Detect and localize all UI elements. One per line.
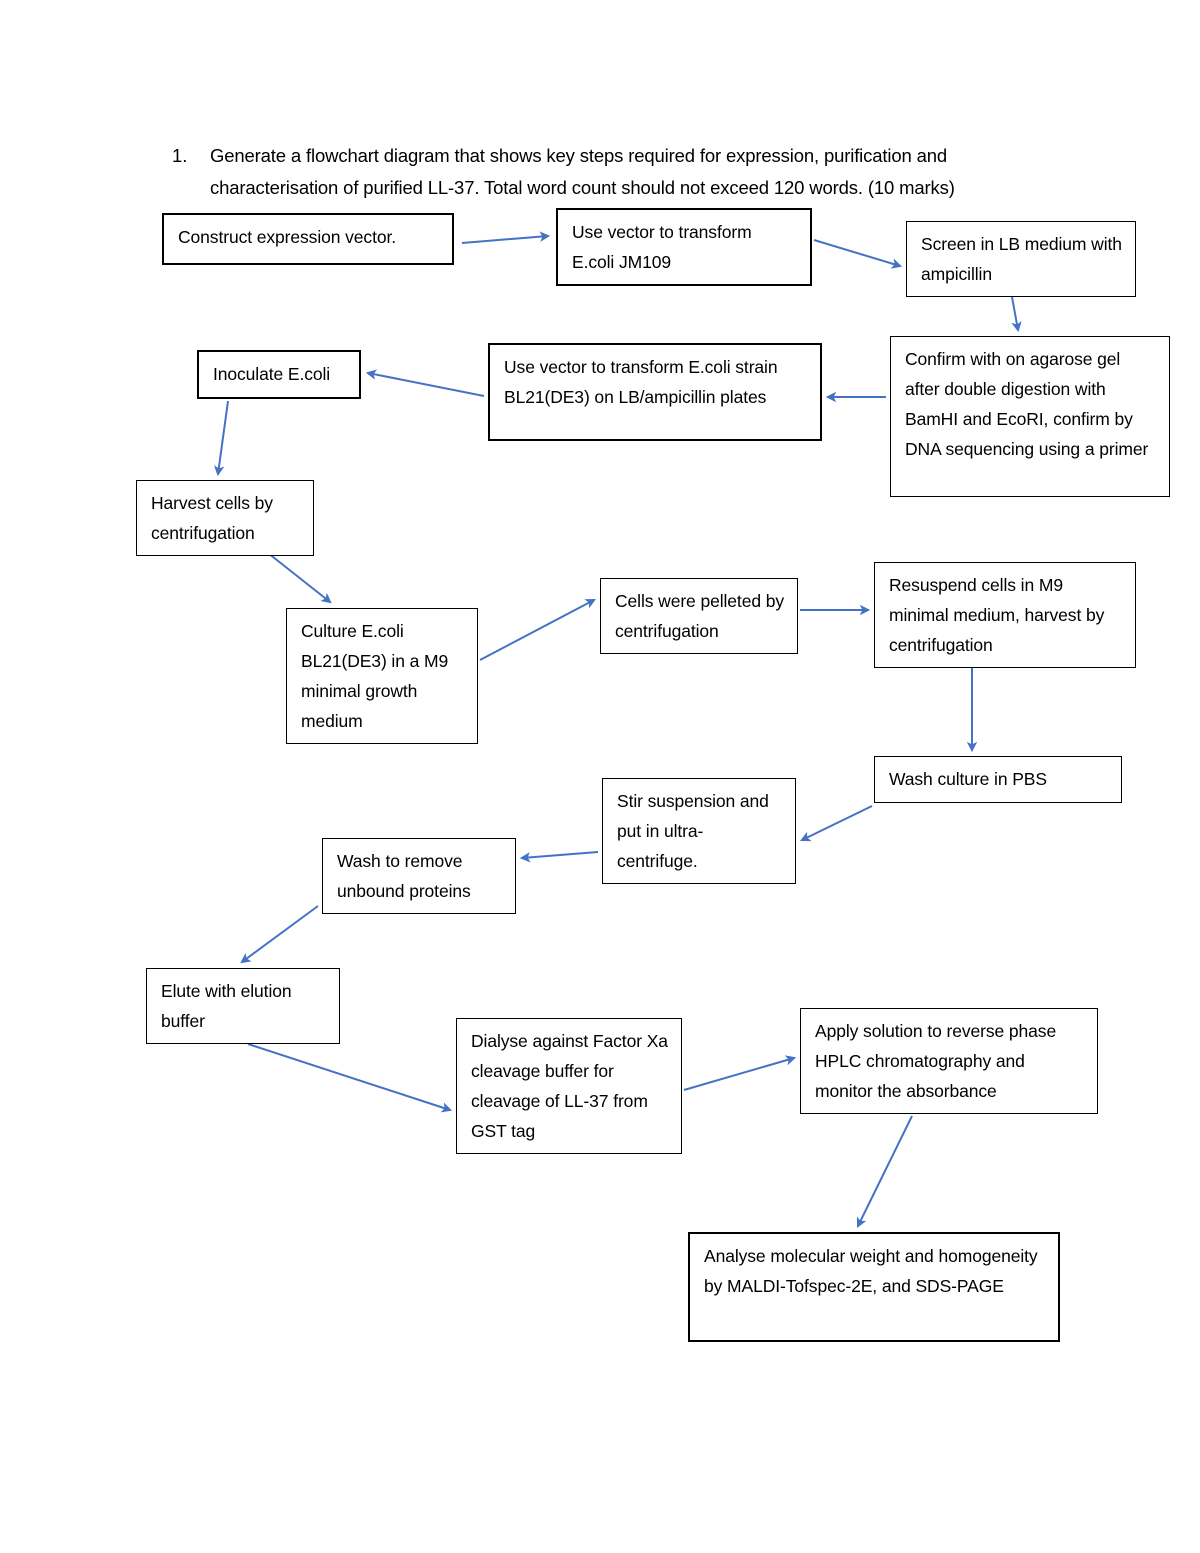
- flow-node-harvest-cells: Harvest cells by centrifugation: [136, 480, 314, 556]
- flow-node-construct-expression-vector: Construct expression vector.: [162, 213, 454, 265]
- flow-node-elute-with-buffer: Elute with elution buffer: [146, 968, 340, 1044]
- flow-node-transform-jm109: Use vector to transform E.coli JM109: [556, 208, 812, 286]
- flow-edge-screen-lb-ampicillin-to-confirm-agarose-gel: [1011, 296, 1022, 333]
- flow-node-analyse-molecular-weight: Analyse molecular weight and homogeneity…: [688, 1232, 1060, 1342]
- flow-node-wash-unbound-proteins: Wash to remove unbound proteins: [322, 838, 516, 914]
- flow-edge-transform-jm109-to-screen-lb-ampicillin: [813, 239, 903, 269]
- flow-edge-apply-hplc-to-analyse-molecular-weight: [856, 1115, 913, 1228]
- flow-edge-harvest-cells-to-culture-bl21-m9: [267, 552, 332, 604]
- flow-edge-wash-culture-pbs-to-stir-suspension: [800, 805, 873, 842]
- flow-node-inoculate-ecoli: Inoculate E.coli: [197, 350, 361, 399]
- flow-node-cells-pelleted: Cells were pelleted by centrifugation: [600, 578, 798, 654]
- question-number: 1.: [172, 145, 188, 166]
- flow-node-apply-hplc: Apply solution to reverse phase HPLC chr…: [800, 1008, 1098, 1114]
- flow-node-dialyse-factor-xa: Dialyse against Factor Xa cleavage buffe…: [456, 1018, 682, 1154]
- flow-node-culture-bl21-m9: Culture E.coli BL21(DE3) in a M9 minimal…: [286, 608, 478, 744]
- flow-edge-wash-unbound-proteins-to-elute-with-buffer: [240, 905, 319, 964]
- flow-edge-transform-bl21-to-inoculate-ecoli: [365, 369, 485, 397]
- flow-edge-culture-bl21-m9-to-cells-pelleted: [479, 598, 596, 661]
- flow-edge-stir-suspension-to-wash-unbound-proteins: [519, 851, 599, 863]
- flow-edge-elute-with-buffer-to-dialyse-factor-xa: [247, 1043, 453, 1113]
- flow-edge-dialyse-factor-xa-to-apply-hplc: [683, 1055, 797, 1091]
- flow-node-screen-lb-ampicillin: Screen in LB medium with ampicillin: [906, 221, 1136, 297]
- question-text: Generate a flowchart diagram that shows …: [210, 145, 955, 198]
- flow-node-stir-suspension: Stir suspension and put in ultra-centrif…: [602, 778, 796, 884]
- flow-node-confirm-agarose-gel: Confirm with on agarose gel after double…: [890, 336, 1170, 497]
- flow-node-resuspend-m9: Resuspend cells in M9 minimal medium, ha…: [874, 562, 1136, 668]
- flow-node-transform-bl21: Use vector to transform E.coli strain BL…: [488, 343, 822, 441]
- flow-edge-construct-expression-vector-to-transform-jm109: [461, 231, 551, 244]
- flow-edge-inoculate-ecoli-to-harvest-cells: [213, 400, 229, 477]
- flow-node-wash-culture-pbs: Wash culture in PBS: [874, 756, 1122, 803]
